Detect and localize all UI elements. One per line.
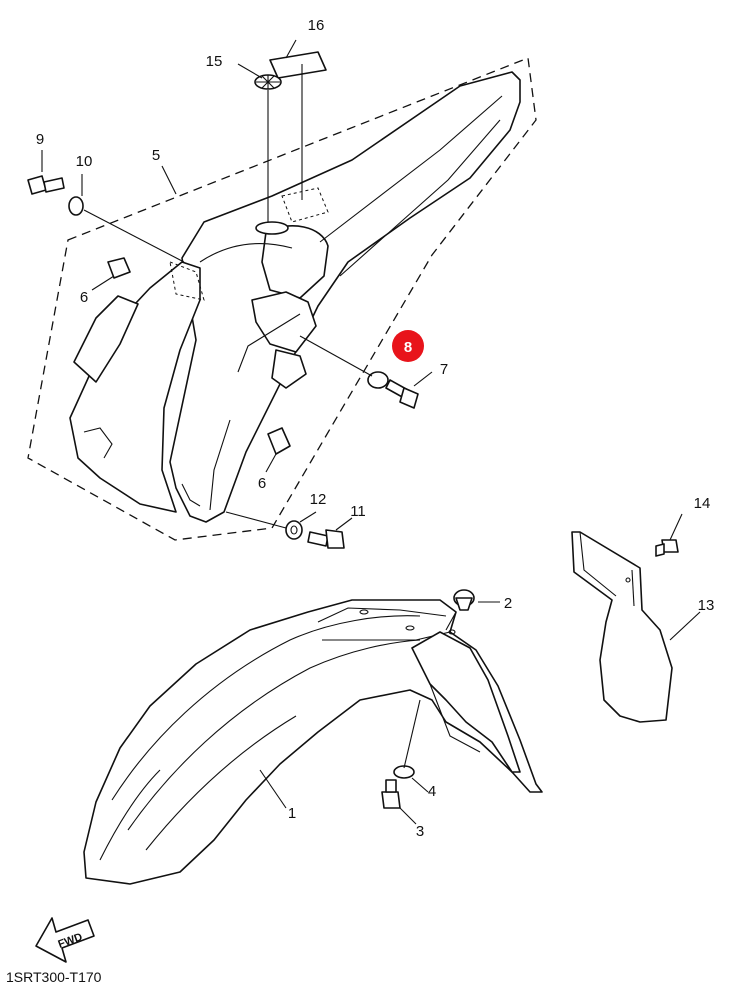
callout-8-highlight — [392, 330, 424, 362]
bolt-part-3[interactable] — [381, 779, 401, 809]
rear-fender[interactable] — [69, 71, 521, 523]
callout-8: 8 — [404, 339, 412, 356]
callout-16: 16 — [308, 17, 325, 34]
front-fender[interactable] — [83, 599, 543, 885]
sticker-part-16[interactable] — [269, 51, 327, 79]
washer-part-8[interactable] — [367, 371, 389, 389]
callout-6-upper: 6 — [80, 289, 88, 306]
callout-15: 15 — [206, 53, 223, 70]
bolt-part-11[interactable] — [307, 529, 345, 549]
callout-12: 12 — [310, 491, 327, 508]
callout-10: 10 — [76, 153, 93, 170]
collar-part-12[interactable] — [285, 520, 303, 540]
callout-9: 9 — [36, 131, 44, 148]
callout-14: 14 — [694, 495, 711, 512]
clip-part-6-upper[interactable] — [107, 257, 131, 279]
mud-flap[interactable] — [571, 531, 673, 723]
screw-part-14[interactable] — [655, 539, 679, 557]
collar-part-2[interactable] — [453, 589, 475, 611]
callout-6-lower: 6 — [258, 475, 266, 492]
grommet-part-15[interactable] — [254, 74, 282, 90]
callout-13: 13 — [698, 597, 715, 614]
drawing-code: 1SRT300-T170 — [6, 969, 102, 985]
washer-part-10[interactable] — [68, 196, 84, 216]
callout-2: 2 — [504, 595, 512, 612]
callout-11: 11 — [350, 503, 366, 520]
fwd-arrow-icon: FWD — [35, 917, 95, 963]
clip-part-6-lower[interactable] — [267, 427, 291, 455]
rear-fender-assembly-outline — [27, 57, 537, 541]
callout-5: 5 — [152, 147, 160, 164]
callout-7: 7 — [440, 361, 448, 378]
callout-3: 3 — [416, 823, 424, 840]
callout-1: 1 — [288, 805, 296, 822]
bolt-part-7[interactable] — [385, 379, 419, 409]
callout-4: 4 — [428, 783, 436, 800]
bolt-part-9[interactable] — [27, 175, 65, 195]
